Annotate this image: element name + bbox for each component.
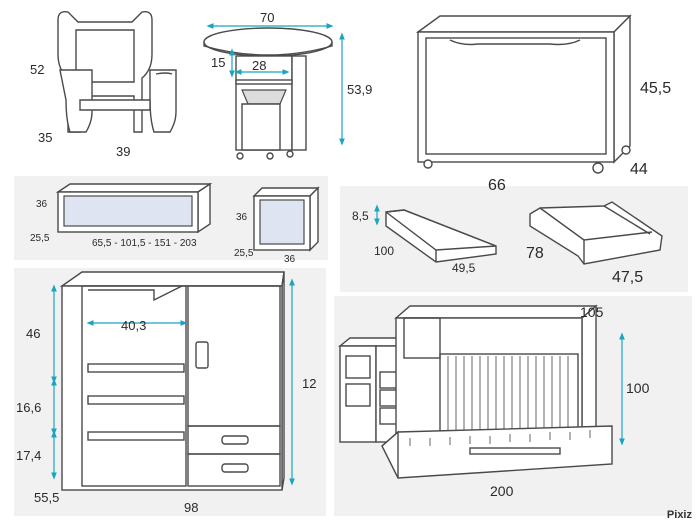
watermark: Pixiz — [666, 509, 692, 521]
changer-small-drawing — [385, 209, 497, 263]
wardrobe-shelf-top-label: 46 — [26, 326, 40, 341]
table-shelf-height-label: 15 — [211, 55, 225, 70]
wardrobe-shelf-bottom-label: 17,4 — [16, 448, 41, 463]
table-drawing — [203, 27, 333, 160]
wardrobe-height-label: 12 — [302, 376, 316, 391]
chair-drawing — [57, 10, 177, 133]
crib-height-label: 100 — [626, 380, 650, 396]
toy-chest-depth-label: 44 — [630, 161, 648, 178]
changer-small-height-label: 8,5 — [352, 209, 369, 223]
wall-shelf-depth-label: 25,5 — [30, 233, 50, 244]
chair-depth-label: 35 — [38, 130, 52, 145]
wardrobe-shelf-middle-label: 16,6 — [16, 400, 41, 415]
changer-large-depth-label: 78 — [526, 245, 544, 262]
cube-depth-label: 25,5 — [234, 248, 254, 259]
wall-shelf-widths-label: 65,5 - 101,5 - 151 - 203 — [92, 238, 197, 249]
crib-length-label: 200 — [490, 483, 514, 499]
table-height-label: 53,9 — [347, 82, 372, 97]
changer-small-width-label: 49,5 — [452, 261, 476, 275]
wall-shelf-drawing — [55, 182, 213, 234]
cube-height-label: 36 — [236, 212, 248, 223]
wardrobe-depth-label: 55,5 — [34, 490, 59, 505]
changer-small-depth-label: 100 — [374, 244, 394, 258]
chair-width-label: 39 — [116, 144, 130, 159]
crib-depth-label: 105 — [580, 304, 604, 320]
cube-width-label: 36 — [284, 254, 296, 265]
table-shelf-width-label: 28 — [252, 58, 266, 73]
wardrobe-inner-width-label: 40,3 — [121, 318, 146, 333]
wall-shelf-height-label: 36 — [36, 199, 48, 210]
table-width-label: 70 — [260, 10, 274, 25]
crib-drawing — [338, 304, 613, 479]
chair-height-label: 52 — [30, 62, 44, 77]
toy-chest-height-label: 45,5 — [640, 80, 671, 97]
wardrobe-width-label: 98 — [184, 500, 198, 515]
toy-chest-drawing — [415, 14, 632, 174]
changer-large-drawing — [529, 201, 663, 265]
cube-drawing — [252, 186, 320, 252]
wardrobe-drawing — [59, 271, 285, 491]
changer-large-width-label: 47,5 — [612, 269, 643, 286]
toy-chest-width-label: 66 — [488, 177, 506, 194]
